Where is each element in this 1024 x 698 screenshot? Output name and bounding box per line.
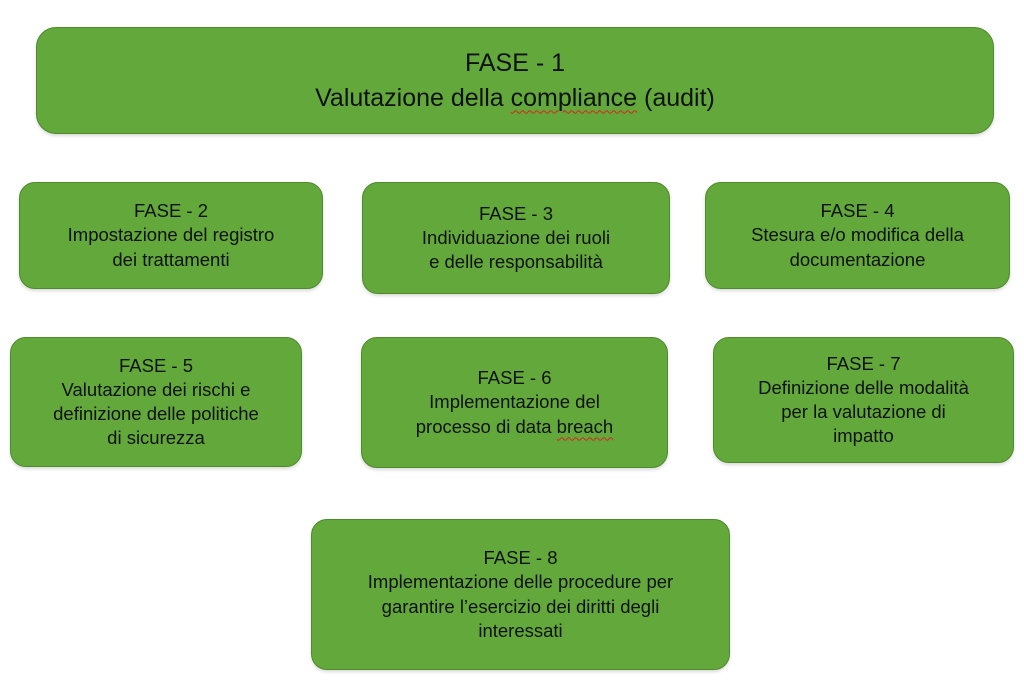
phase-1-description-underlined: compliance xyxy=(510,83,638,112)
phase-8-line-2: garantire l’esercizio dei diritti degli xyxy=(381,595,660,617)
phase-7-line-1: Definizione delle modalità xyxy=(758,376,969,398)
phase-1-description-part-2: (audit) xyxy=(637,83,715,112)
phase-6-line-1: Implementazione del xyxy=(429,391,600,413)
phase-5-line-2: definizione delle politiche xyxy=(53,403,259,424)
phase-4-line-1: Stesura e/o modifica della xyxy=(751,224,964,246)
phase-6-line-2: processo di data breach xyxy=(416,415,613,439)
phase-7-heading: FASE - 7 xyxy=(826,352,901,374)
phase-2-line-2: dei trattamenti xyxy=(112,248,230,270)
phase-4-box: FASE - 4 Stesura e/o modifica della docu… xyxy=(705,182,1010,289)
phase-3-line-1: Individuazione dei ruoli xyxy=(421,226,611,248)
phase-8-line-1: Implementazione delle procedure per xyxy=(367,571,674,593)
phase-6-line-2-head: processo di data xyxy=(415,415,557,437)
phase-2-box: FASE - 2 Impostazione del registro dei t… xyxy=(19,182,323,289)
phase-7-line-2: per la valutazione di xyxy=(781,401,946,422)
phase-6-box: FASE - 6 Implementazione del processo di… xyxy=(361,337,668,468)
phase-8-box: FASE - 8 Implementazione delle procedure… xyxy=(311,519,730,670)
phase-1-heading: FASE - 1 xyxy=(464,48,566,77)
phase-7-box: FASE - 7 Definizione delle modalità per … xyxy=(713,337,1014,463)
phase-8-heading: FASE - 8 xyxy=(483,547,558,569)
phase-1-box: FASE - 1 Valutazione della compliance (a… xyxy=(36,27,994,134)
phase-3-box: FASE - 3 Individuazione dei ruoli e dell… xyxy=(362,182,670,294)
phase-7-line-3: impatto xyxy=(833,425,894,447)
phase-5-line-3: di sicurezza xyxy=(107,427,205,449)
phase-4-heading: FASE - 4 xyxy=(820,200,895,222)
phase-6-heading: FASE - 6 xyxy=(477,367,552,389)
phase-5-heading: FASE - 5 xyxy=(118,354,194,376)
phase-3-line-2: e delle responsabilità xyxy=(429,251,603,273)
phase-8-line-3: interessati xyxy=(478,619,563,641)
phase-4-line-2: documentazione xyxy=(789,248,926,270)
phase-6-line-2-underlined: breach xyxy=(556,415,614,437)
phase-5-box: FASE - 5 Valutazione dei rischi e defini… xyxy=(10,337,302,467)
phase-2-heading: FASE - 2 xyxy=(133,200,209,222)
phase-5-line-1: Valutazione dei rischi e xyxy=(61,378,251,400)
phase-2-line-1: Impostazione del registro xyxy=(67,224,275,246)
phase-1-description: Valutazione della compliance (audit) xyxy=(315,81,715,116)
phase-3-heading: FASE - 3 xyxy=(478,202,554,224)
phase-1-description-part-1: Valutazione della xyxy=(315,83,511,112)
